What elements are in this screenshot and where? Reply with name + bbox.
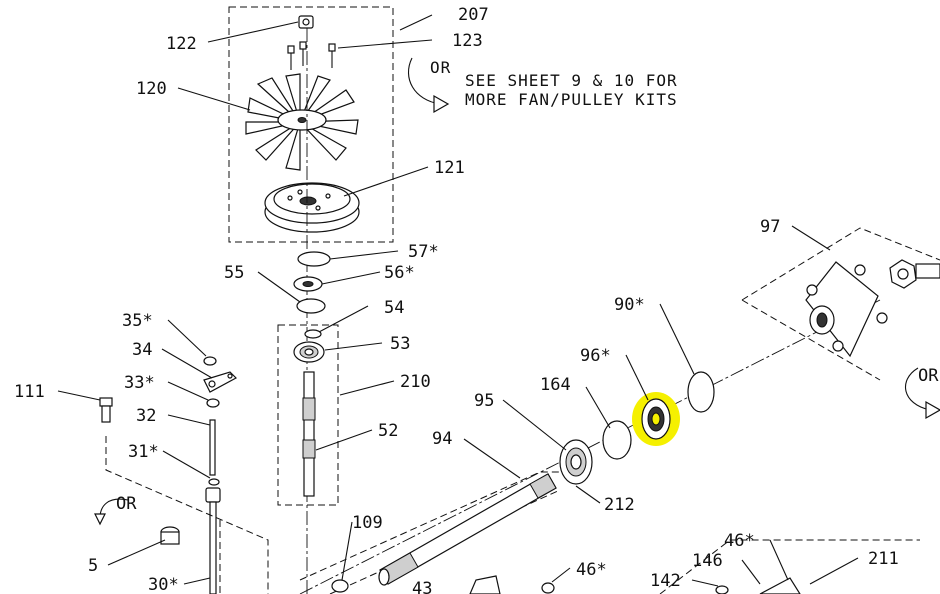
callout-30: 30* (148, 575, 179, 594)
hub-icon (805, 261, 888, 358)
retaining-ring-icon (297, 251, 331, 267)
callout-210: 210 (400, 372, 431, 392)
callout-31: 31* (128, 442, 159, 462)
callout-95: 95 (474, 391, 494, 411)
bolt-icon (287, 41, 336, 70)
callout-111: 111 (14, 382, 45, 402)
callout-121: 121 (434, 158, 465, 178)
callout-96: 96* (580, 346, 611, 366)
callout-54: 54 (384, 298, 404, 318)
callout-52: 52 (378, 421, 398, 441)
thrust-washer-icon (602, 420, 632, 460)
fan-icon (245, 73, 359, 171)
hub-kit-box (741, 227, 940, 381)
fan-pulley-kit-box (228, 6, 394, 243)
nut-icon (298, 15, 314, 29)
callout-33: 33* (124, 373, 155, 393)
or-mark: OR (918, 366, 939, 386)
note-line-1: SEE SHEET 9 & 10 FOR (465, 71, 678, 90)
or-arrow-icon (94, 498, 129, 526)
callout-164: 164 (540, 375, 571, 395)
snap-ring-icon (687, 371, 715, 413)
vertical-shaft-icon (302, 371, 316, 497)
callout-56: 56* (384, 263, 415, 283)
callout-57: 57* (408, 242, 439, 262)
callout-90: 90* (614, 295, 645, 315)
bearing-icon (293, 341, 325, 363)
bottom-parts (331, 539, 920, 594)
or-note-label: OR (430, 58, 451, 77)
note-line-2: MORE FAN/PULLEY KITS (465, 90, 678, 109)
callout-207: 207 (458, 5, 489, 25)
hub-nut-icon (889, 259, 940, 289)
or-mark: OR (116, 494, 137, 514)
callout-97: 97 (760, 217, 780, 237)
leader-lines (57, 14, 859, 587)
axle-icon (378, 473, 557, 586)
callout-94: 94 (432, 429, 452, 449)
callout-212: 212 (604, 495, 635, 515)
or-arrow-icon (905, 367, 940, 420)
callout-120: 120 (136, 79, 167, 99)
callout-34: 34 (132, 340, 152, 360)
callout-123: 123 (452, 31, 483, 51)
pulley-icon (264, 182, 360, 233)
callout-122: 122 (166, 34, 197, 54)
callout-46-right: 46* (724, 531, 755, 551)
callout-43: 43 (412, 579, 432, 594)
seal-96-highlighted (632, 392, 680, 446)
callout-146: 146 (692, 551, 723, 571)
callout-109: 109 (352, 513, 383, 533)
or-arrow-icon (407, 57, 450, 114)
callout-5: 5 (88, 556, 98, 576)
callout-35: 35* (122, 311, 153, 331)
callout-142: 142 (650, 571, 681, 591)
callout-32: 32 (136, 406, 156, 426)
callout-55: 55 (224, 263, 244, 283)
washer-icon (293, 276, 323, 292)
callout-53: 53 (390, 334, 410, 354)
shaft-kit-box (277, 324, 339, 506)
callout-211: 211 (868, 549, 899, 569)
callout-46-lower: 46* (576, 560, 607, 580)
small-washer-icon (304, 329, 322, 339)
assembly-dash-line (105, 436, 269, 594)
seal-icon (296, 298, 326, 314)
axle-bearing-icon (559, 439, 593, 485)
linkage-parts (99, 356, 237, 594)
